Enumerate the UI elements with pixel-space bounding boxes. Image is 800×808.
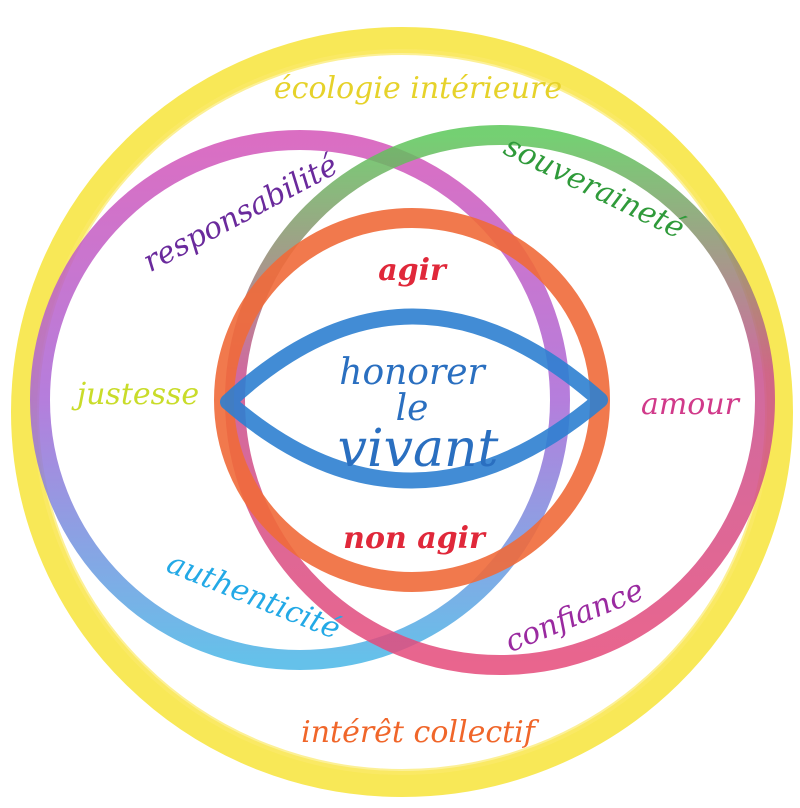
center-text-le: le xyxy=(396,388,429,429)
label-amour: amour xyxy=(641,387,741,422)
left-ring xyxy=(30,130,570,670)
outer-yellow-ring xyxy=(11,27,793,797)
label-justesse: justesse xyxy=(71,377,199,412)
label-non-agir: non agir xyxy=(343,521,487,556)
label-ecologie-interieure: écologie intérieure xyxy=(274,71,562,106)
label-interet-collectif: intérêt collectif xyxy=(301,715,540,750)
center-text-honorer: honorer xyxy=(339,352,486,393)
center-text-vivant: vivant xyxy=(338,419,499,479)
blue-eye-shape xyxy=(220,308,608,489)
label-agir: agir xyxy=(378,253,448,288)
